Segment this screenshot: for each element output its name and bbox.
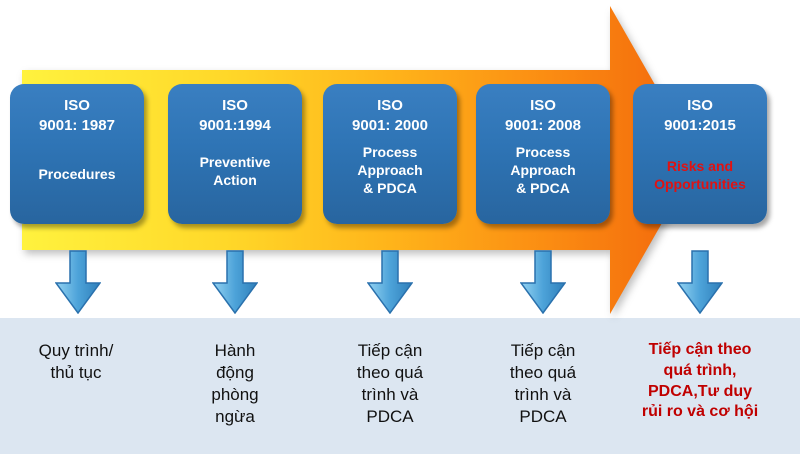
stage-description: Process Approach & PDCA — [510, 144, 576, 197]
footer-band — [0, 318, 800, 454]
stage-description: Preventive Action — [199, 154, 271, 189]
stage-description: Procedures — [38, 166, 116, 182]
down-arrow-icon — [520, 250, 566, 314]
stage-title: ISO 9001: 2008 — [505, 97, 581, 134]
stage-description: Process Approach & PDCA — [357, 144, 423, 197]
down-arrow-icon — [677, 250, 723, 314]
stage-box-2008: ISO 9001: 2008 Process Approach & PDCA — [476, 84, 610, 224]
down-arrow-icon — [55, 250, 101, 314]
stage-title: ISO 9001: 1987 — [39, 97, 115, 134]
stage-box-1994: ISO 9001:1994 Preventive Action — [168, 84, 302, 224]
stage-label-1987: Quy trình/ thủ tục — [38, 341, 114, 383]
stage-label-2008: Tiếp cận theo quá trình và PDCA — [509, 341, 577, 427]
stage-label-1994: Hành động phòng ngừa — [211, 341, 259, 427]
stage-description: Risks and Opportunities — [654, 158, 746, 193]
down-arrow-icon — [367, 250, 413, 314]
stage-box-2000: ISO 9001: 2000 Process Approach & PDCA — [323, 84, 457, 224]
stage-title: ISO 9001: 2000 — [352, 97, 428, 134]
stage-box-1987: ISO 9001: 1987 Procedures — [10, 84, 144, 224]
stage-box-2015: ISO 9001:2015 Risks and Opportunities — [633, 84, 767, 224]
down-arrow-icon — [212, 250, 258, 314]
stage-title: ISO 9001:1994 — [199, 97, 271, 134]
stage-label-2015: Tiếp cận theo quá trình, PDCA,Tư duy rủi… — [641, 341, 759, 421]
stage-title: ISO 9001:2015 — [664, 97, 736, 134]
stage-label-2000: Tiếp cận theo quá trình và PDCA — [356, 341, 424, 427]
